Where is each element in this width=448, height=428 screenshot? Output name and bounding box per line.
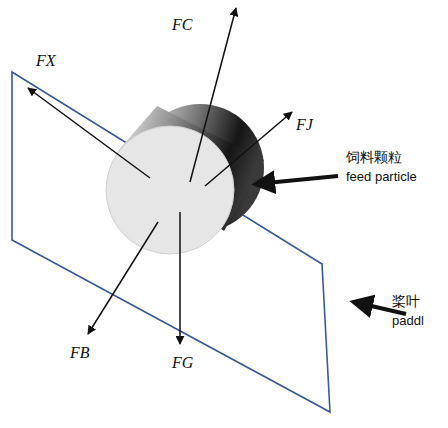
part-name: 桨叶: [392, 294, 420, 309]
feed-particle-cylinder: [106, 104, 264, 254]
force-label: FJ: [296, 116, 313, 134]
part-name: feed particle: [346, 170, 417, 184]
part-name: 饲料颗粒: [346, 150, 402, 165]
force-label: FB: [70, 344, 90, 362]
force-label: FC: [172, 16, 192, 34]
force-arrows: [28, 8, 292, 344]
force-label: FX: [36, 52, 56, 70]
pointer-arrows: [256, 176, 406, 314]
part-name: paddl: [392, 314, 424, 328]
paddle-plane: [12, 72, 330, 412]
force-label: FG: [172, 354, 193, 372]
